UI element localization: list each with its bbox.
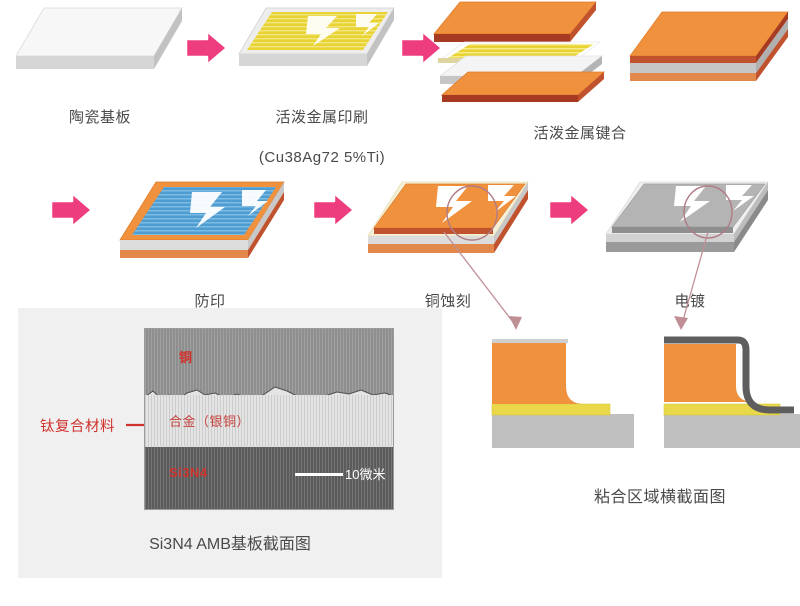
scale-bar-label: 10微米 bbox=[345, 467, 386, 482]
step-plating-caption: 电镀 bbox=[620, 272, 760, 312]
etching-callout-line bbox=[443, 231, 522, 330]
step-bonding-caption: 活泼金属键合 bbox=[470, 104, 690, 144]
step-substrate-label: 陶瓷基板 bbox=[68, 109, 131, 126]
micrograph-layer-si3n4 bbox=[145, 447, 393, 509]
step-metal-printing-sublabel: (Cu38Ag72 5%Ti) bbox=[258, 149, 386, 166]
cross-section-etched-illustration bbox=[491, 339, 634, 448]
micrograph-image: 铜 合金（银铜） Si3N4 10微米 bbox=[144, 328, 394, 510]
micrograph-panel: 钛复合材料 铜 合金（银铜） Si3N4 10微米 Si3N4 AMB基板截面图 bbox=[18, 308, 442, 578]
step-bonding-label: 活泼金属键合 bbox=[533, 125, 627, 142]
step-metal-printing-illustration bbox=[238, 7, 395, 66]
flow-arrow-icon bbox=[547, 191, 592, 229]
cross-section-plated-illustration bbox=[663, 336, 800, 448]
micrograph-alloy-label: 合金（银铜） bbox=[169, 414, 251, 429]
micrograph-layer-alloy bbox=[145, 395, 393, 447]
step-metal-printing-caption: 活泼金属印刷 (Cu38Ag72 5%Ti) bbox=[222, 88, 422, 188]
micrograph-copper-label: 铜 bbox=[179, 350, 193, 365]
flow-arrow-icon bbox=[399, 29, 444, 67]
step-plating-label: 电镀 bbox=[674, 293, 706, 310]
step-etching-caption: 铜蚀刻 bbox=[378, 272, 518, 312]
flow-arrow-icon bbox=[184, 29, 229, 67]
step-etching-label: 铜蚀刻 bbox=[424, 293, 472, 310]
plating-callout-line bbox=[674, 231, 709, 330]
step-substrate-caption: 陶瓷基板 bbox=[30, 88, 170, 128]
step-resist-caption: 防印 bbox=[140, 272, 280, 312]
micrograph-layer-copper bbox=[145, 329, 393, 395]
flow-arrow-icon bbox=[49, 191, 94, 229]
scale-bar bbox=[295, 473, 343, 476]
step-bonding-exploded-illustration bbox=[433, 1, 606, 102]
step-etching-illustration bbox=[367, 181, 529, 253]
flow-arrow-icon bbox=[311, 191, 356, 229]
micrograph-si3n4-label: Si3N4 bbox=[169, 465, 208, 480]
micrograph-caption: Si3N4 AMB基板截面图 bbox=[149, 536, 311, 553]
cross-section-caption: 粘合区域横截面图 bbox=[560, 468, 760, 508]
titanium-composite-annotation-label: 钛复合材料 bbox=[40, 419, 115, 435]
step-resist-label: 防印 bbox=[194, 293, 226, 310]
step-resist-illustration bbox=[119, 181, 285, 258]
step-plating-illustration bbox=[605, 181, 769, 252]
cross-section-caption-label: 粘合区域横截面图 bbox=[593, 489, 726, 506]
step-bonding-assembled-illustration bbox=[629, 11, 789, 81]
step-metal-printing-label: 活泼金属印刷 bbox=[275, 109, 369, 126]
step-substrate-illustration bbox=[15, 7, 183, 69]
